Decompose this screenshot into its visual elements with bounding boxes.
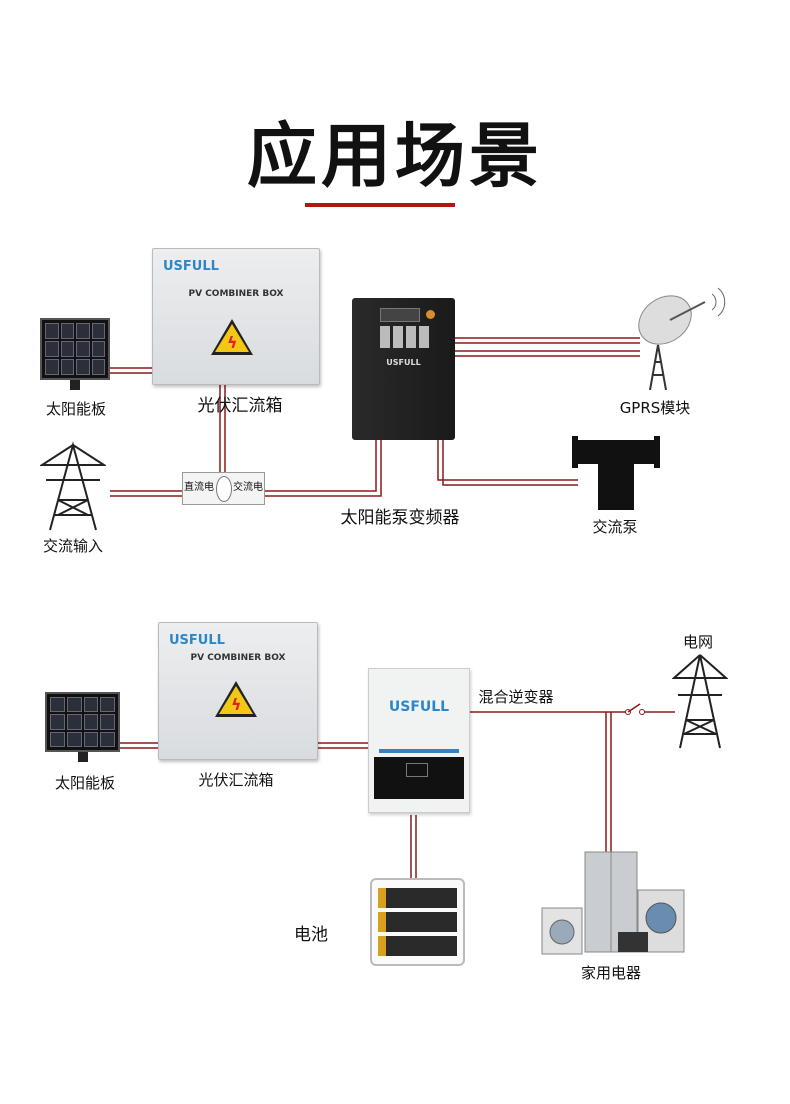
inverter-screen: [406, 763, 428, 777]
ac-input-label: 交流输入: [42, 537, 104, 555]
combiner-2-text: PV COMBINER BOX: [190, 653, 286, 663]
vfd-display: [380, 308, 420, 322]
inverter-display-panel: [374, 757, 464, 799]
vfd-keypad: [380, 326, 430, 348]
solar-panel-2-icon: [45, 692, 120, 752]
combiner-2-label: 光伏汇流箱: [198, 771, 274, 789]
transfer-switch: 直流电 交流电: [182, 472, 265, 505]
switch-ac-label: 交流电: [233, 482, 263, 493]
grid-label: 电网: [682, 633, 714, 651]
hybrid-inverter: USFULL: [368, 668, 470, 813]
title-underline: [305, 203, 455, 207]
combiner-2-brand: USFULL: [169, 633, 225, 648]
switch-dc-label: 直流电: [184, 482, 214, 493]
grid-tower-icon: [672, 654, 728, 749]
battery-icon: [370, 878, 465, 966]
vfd-knob: [426, 310, 435, 319]
wire-inverter-battery: [410, 815, 417, 878]
warning-icon: [211, 319, 253, 355]
solar-panel-stand: [70, 380, 80, 390]
wire-panel2-combiner2: [120, 742, 158, 749]
inverter-label: 混合逆变器: [478, 688, 554, 706]
grid-switch-icon: [625, 703, 645, 715]
inverter-brand: USFULL: [388, 699, 450, 715]
pv-combiner-box-2: USFULL PV COMBINER BOX ϟ: [158, 622, 318, 760]
wire-panel-combiner: [110, 367, 152, 374]
combiner-text: PV COMBINER BOX: [188, 289, 284, 299]
solar-panel-2-stand: [78, 752, 88, 762]
switch-knob: [216, 476, 232, 502]
pv-combiner-box: USFULL PV COMBINER BOX ϟ: [152, 248, 320, 385]
power-tower-icon: [40, 441, 106, 531]
wire-combiner-switch: [219, 385, 226, 473]
wire-tower-switch: [110, 490, 182, 497]
gprs-label: GPRS模块: [619, 399, 691, 417]
wire-grid-appliance: [605, 712, 612, 855]
wire-switch-vfd: [265, 440, 382, 497]
gprs-antenna-icon: [638, 287, 726, 391]
combiner-label: 光伏汇流箱: [197, 396, 283, 416]
home-appliances-icon: [541, 851, 685, 955]
vfd-brand: USFULL: [386, 358, 421, 367]
vfd-device: USFULL: [352, 298, 455, 440]
ac-pump-icon: [572, 436, 660, 510]
warning-2-icon: [215, 681, 257, 717]
inverter-stripe: [379, 749, 459, 753]
solar-panel-label: 太阳能板: [45, 400, 107, 418]
vfd-label: 太阳能泵变频器: [340, 508, 460, 528]
combiner-brand: USFULL: [163, 259, 219, 274]
solar-panel-icon: [40, 318, 110, 380]
page-title: 应用场景: [247, 115, 543, 197]
wire-vfd-gprs: [455, 337, 640, 357]
pump-label: 交流泵: [592, 518, 638, 536]
appliance-label: 家用电器: [580, 964, 642, 982]
wire-vfd-pump: [437, 440, 578, 486]
battery-label: 电池: [294, 925, 328, 945]
wire-combiner2-inverter: [318, 742, 368, 749]
solar-panel-2-label: 太阳能板: [54, 774, 116, 792]
